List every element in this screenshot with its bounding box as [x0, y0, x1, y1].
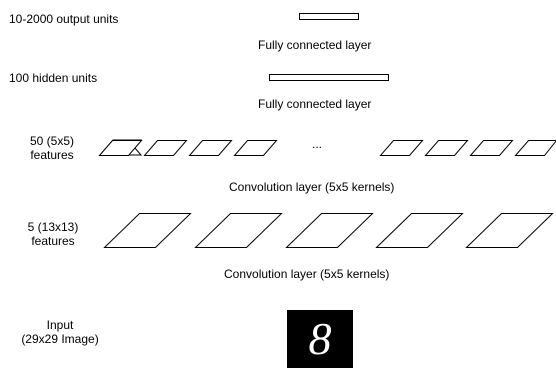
feature-map-large-1: [103, 213, 192, 248]
feature-map-small-1: [98, 140, 143, 156]
conv1-features-count: 50 (5x5): [29, 134, 75, 148]
output-layer-box: [299, 13, 359, 20]
conv1-features-word: features: [30, 148, 74, 162]
conv0-features-count: 5 (13x13): [27, 220, 79, 234]
input-digit-image: 8: [287, 310, 353, 368]
feature-map-large-5: [465, 213, 554, 248]
feature-map-small-3: [188, 140, 233, 156]
input-label-size: (29x29 Image): [21, 332, 99, 346]
convolution-layer-label-bottom: Convolution layer (5x5 kernels): [224, 267, 390, 281]
fully-connected-layer-label-mid: Fully connected layer: [258, 97, 372, 111]
fully-connected-layer-label-top: Fully connected layer: [258, 38, 372, 52]
input-label-title: Input: [46, 318, 74, 332]
input-digit-glyph: 8: [309, 313, 332, 364]
ellipsis-label: ...: [312, 137, 323, 151]
feature-map-small-6: [424, 140, 469, 156]
conv0-features-label: 5 (13x13) features: [20, 220, 86, 248]
feature-map-small-7: [469, 140, 514, 156]
feature-map-small-8: [514, 140, 556, 156]
feature-map-small-5: [379, 140, 424, 156]
feature-map-large-4: [375, 213, 464, 248]
feature-map-large-2: [194, 213, 283, 248]
feature-map-large-3: [285, 213, 374, 248]
feature-map-small-4: [233, 140, 278, 156]
output-units-label: 10-2000 output units: [9, 12, 119, 26]
hidden-units-label: 100 hidden units: [9, 71, 98, 85]
convolution-layer-label-top: Convolution layer (5x5 kernels): [229, 180, 395, 194]
conv1-features-label: 50 (5x5) features: [22, 134, 82, 162]
feature-map-small-2: [143, 140, 188, 156]
conv0-features-word: features: [31, 234, 75, 248]
hidden-layer-box: [269, 74, 389, 81]
input-label: Input (29x29 Image): [10, 318, 110, 346]
